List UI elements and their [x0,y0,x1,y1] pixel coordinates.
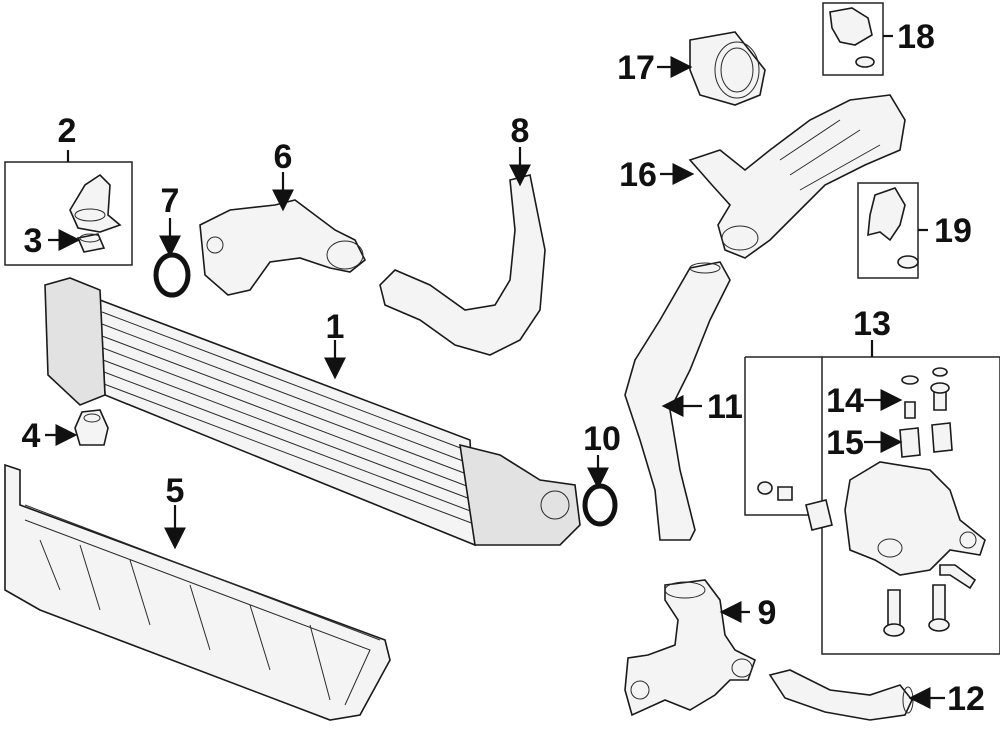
callout-12: 12 [947,680,985,718]
callout-4: 4 [22,417,41,455]
hose-part-12 [768,669,914,721]
callout-13: 13 [853,305,891,343]
callout-9: 9 [758,594,777,632]
intercooler-part [44,277,581,547]
air-deflector-part [4,463,391,721]
pipe-part-9 [624,579,756,717]
leader-lines [45,34,945,709]
callout-1: 1 [326,308,345,346]
sensor-box-18 [822,2,884,76]
valve-box-extension [744,356,822,516]
grommet-part [74,409,109,446]
callout-16: 16 [619,156,657,194]
callout-3: 3 [24,222,43,260]
o-ring-part-10 [582,483,618,527]
callout-10: 10 [583,420,621,458]
bolt-parts [883,564,977,637]
bushing-part [805,499,833,531]
callout-11: 11 [707,388,743,426]
outlet-duct-part [688,94,906,259]
callout-6: 6 [274,138,293,176]
grommet-small-part [76,233,106,253]
valve-assembly-part [844,461,986,576]
callout-17: 17 [617,49,655,87]
coupler-part [689,31,766,106]
callout-18: 18 [897,18,935,56]
hose-part-8 [379,174,546,356]
callout-7: 7 [161,182,180,220]
callout-5: 5 [166,472,185,510]
bracket-part [69,173,122,233]
hose-part-11 [624,261,731,541]
callout-labels: 1 2 3 4 5 6 7 8 9 10 11 12 13 14 15 16 1… [22,18,985,718]
callout-19: 19 [934,212,972,250]
damper-part [899,422,953,458]
callout-15: 15 [826,424,864,462]
sensor-part-19 [867,187,919,269]
o-ring-part-7 [153,252,191,298]
callout-14: 14 [826,382,864,420]
callout-8: 8 [511,112,530,150]
sensor-part-18 [829,7,875,68]
callout-2: 2 [58,112,77,150]
small-washers-part [901,367,950,419]
washer-part [757,481,793,501]
inlet-pipe-part [199,199,367,296]
